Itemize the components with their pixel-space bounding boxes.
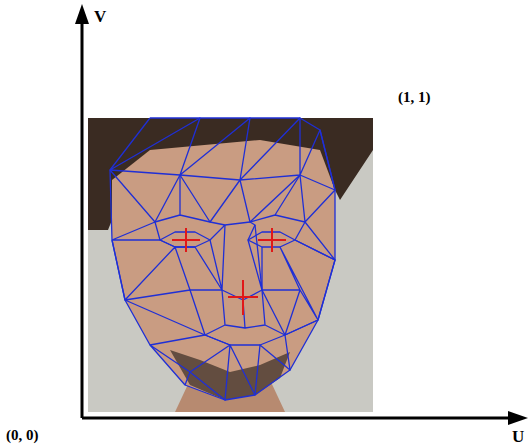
landmark-crosses bbox=[172, 228, 286, 315]
origin-coordinate: (0, 0) bbox=[6, 428, 39, 443]
beard bbox=[170, 350, 290, 400]
triangle-mesh bbox=[110, 118, 335, 400]
axis-label: U bbox=[512, 428, 524, 445]
axes bbox=[82, 20, 512, 418]
v-axis-arrowhead bbox=[75, 4, 89, 24]
axis-label: V bbox=[94, 8, 106, 25]
corner-coordinate: (1, 1) bbox=[398, 90, 431, 105]
u-axis-arrowhead bbox=[508, 411, 528, 425]
photo-background bbox=[88, 118, 373, 412]
